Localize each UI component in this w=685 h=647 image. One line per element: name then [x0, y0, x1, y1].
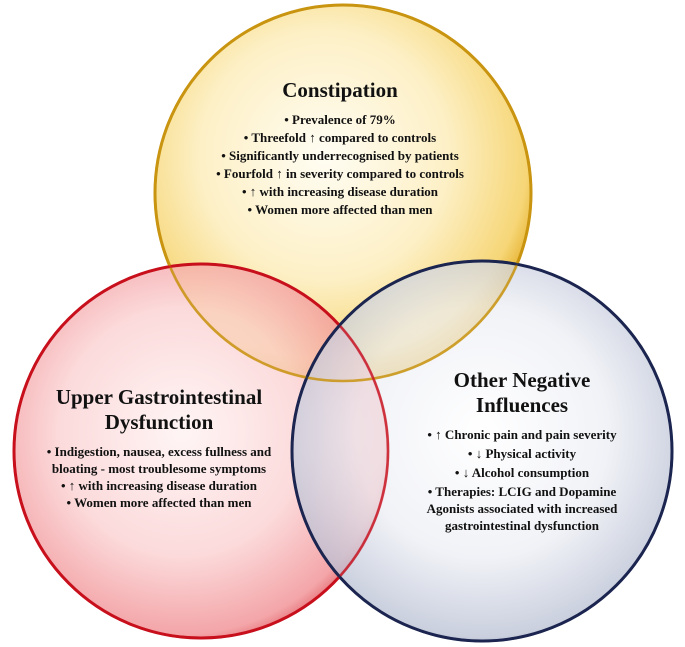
list-item: • ↓ Physical activity — [467, 446, 577, 461]
other-negative-influences-panel: Other Negative Influences • ↑ Chronic pa… — [406, 368, 638, 536]
list-item: • Therapies: LCIG and Dopamine Agonists … — [426, 484, 618, 533]
constipation-list: • Prevalence of 79% • Threefold ↑ compar… — [190, 111, 490, 218]
list-item: • ↑ with increasing disease duration — [60, 478, 258, 493]
list-item: • Women more affected than men — [247, 202, 433, 217]
list-item: • ↑ Chronic pain and pain severity — [427, 427, 617, 442]
list-item: • Significantly underrecognised by patie… — [221, 148, 459, 163]
constipation-panel: Constipation • Prevalence of 79% • Three… — [190, 78, 490, 219]
upper-gastrointestinal-circle-outline — [12, 262, 390, 640]
list-item: • ↑ with increasing disease duration — [241, 184, 439, 199]
list-item: • Women more affected than men — [66, 495, 252, 510]
list-item: • ↓ Alcohol consumption — [454, 465, 590, 480]
list-item: • Threefold ↑ compared to controls — [243, 130, 437, 145]
other-negative-influences-list: • ↑ Chronic pain and pain severity • ↓ P… — [406, 426, 638, 534]
list-item: • Indigestion, nausea, excess fullness a… — [46, 444, 272, 476]
other-negative-influences-circle-outline — [290, 259, 674, 643]
upper-gastrointestinal-title: Upper Gastrointestinal Dysfunction — [55, 385, 263, 434]
list-item: • Prevalence of 79% — [284, 112, 396, 127]
upper-gastrointestinal-list: • Indigestion, nausea, excess fullness a… — [28, 443, 290, 511]
constipation-circle-outline — [153, 3, 533, 383]
other-negative-influences-title: Other Negative Influences — [453, 368, 591, 417]
list-item: • Fourfold ↑ in severity compared to con… — [216, 166, 464, 181]
constipation-title: Constipation — [282, 78, 398, 102]
upper-gastrointestinal-panel: Upper Gastrointestinal Dysfunction • Ind… — [28, 385, 290, 511]
